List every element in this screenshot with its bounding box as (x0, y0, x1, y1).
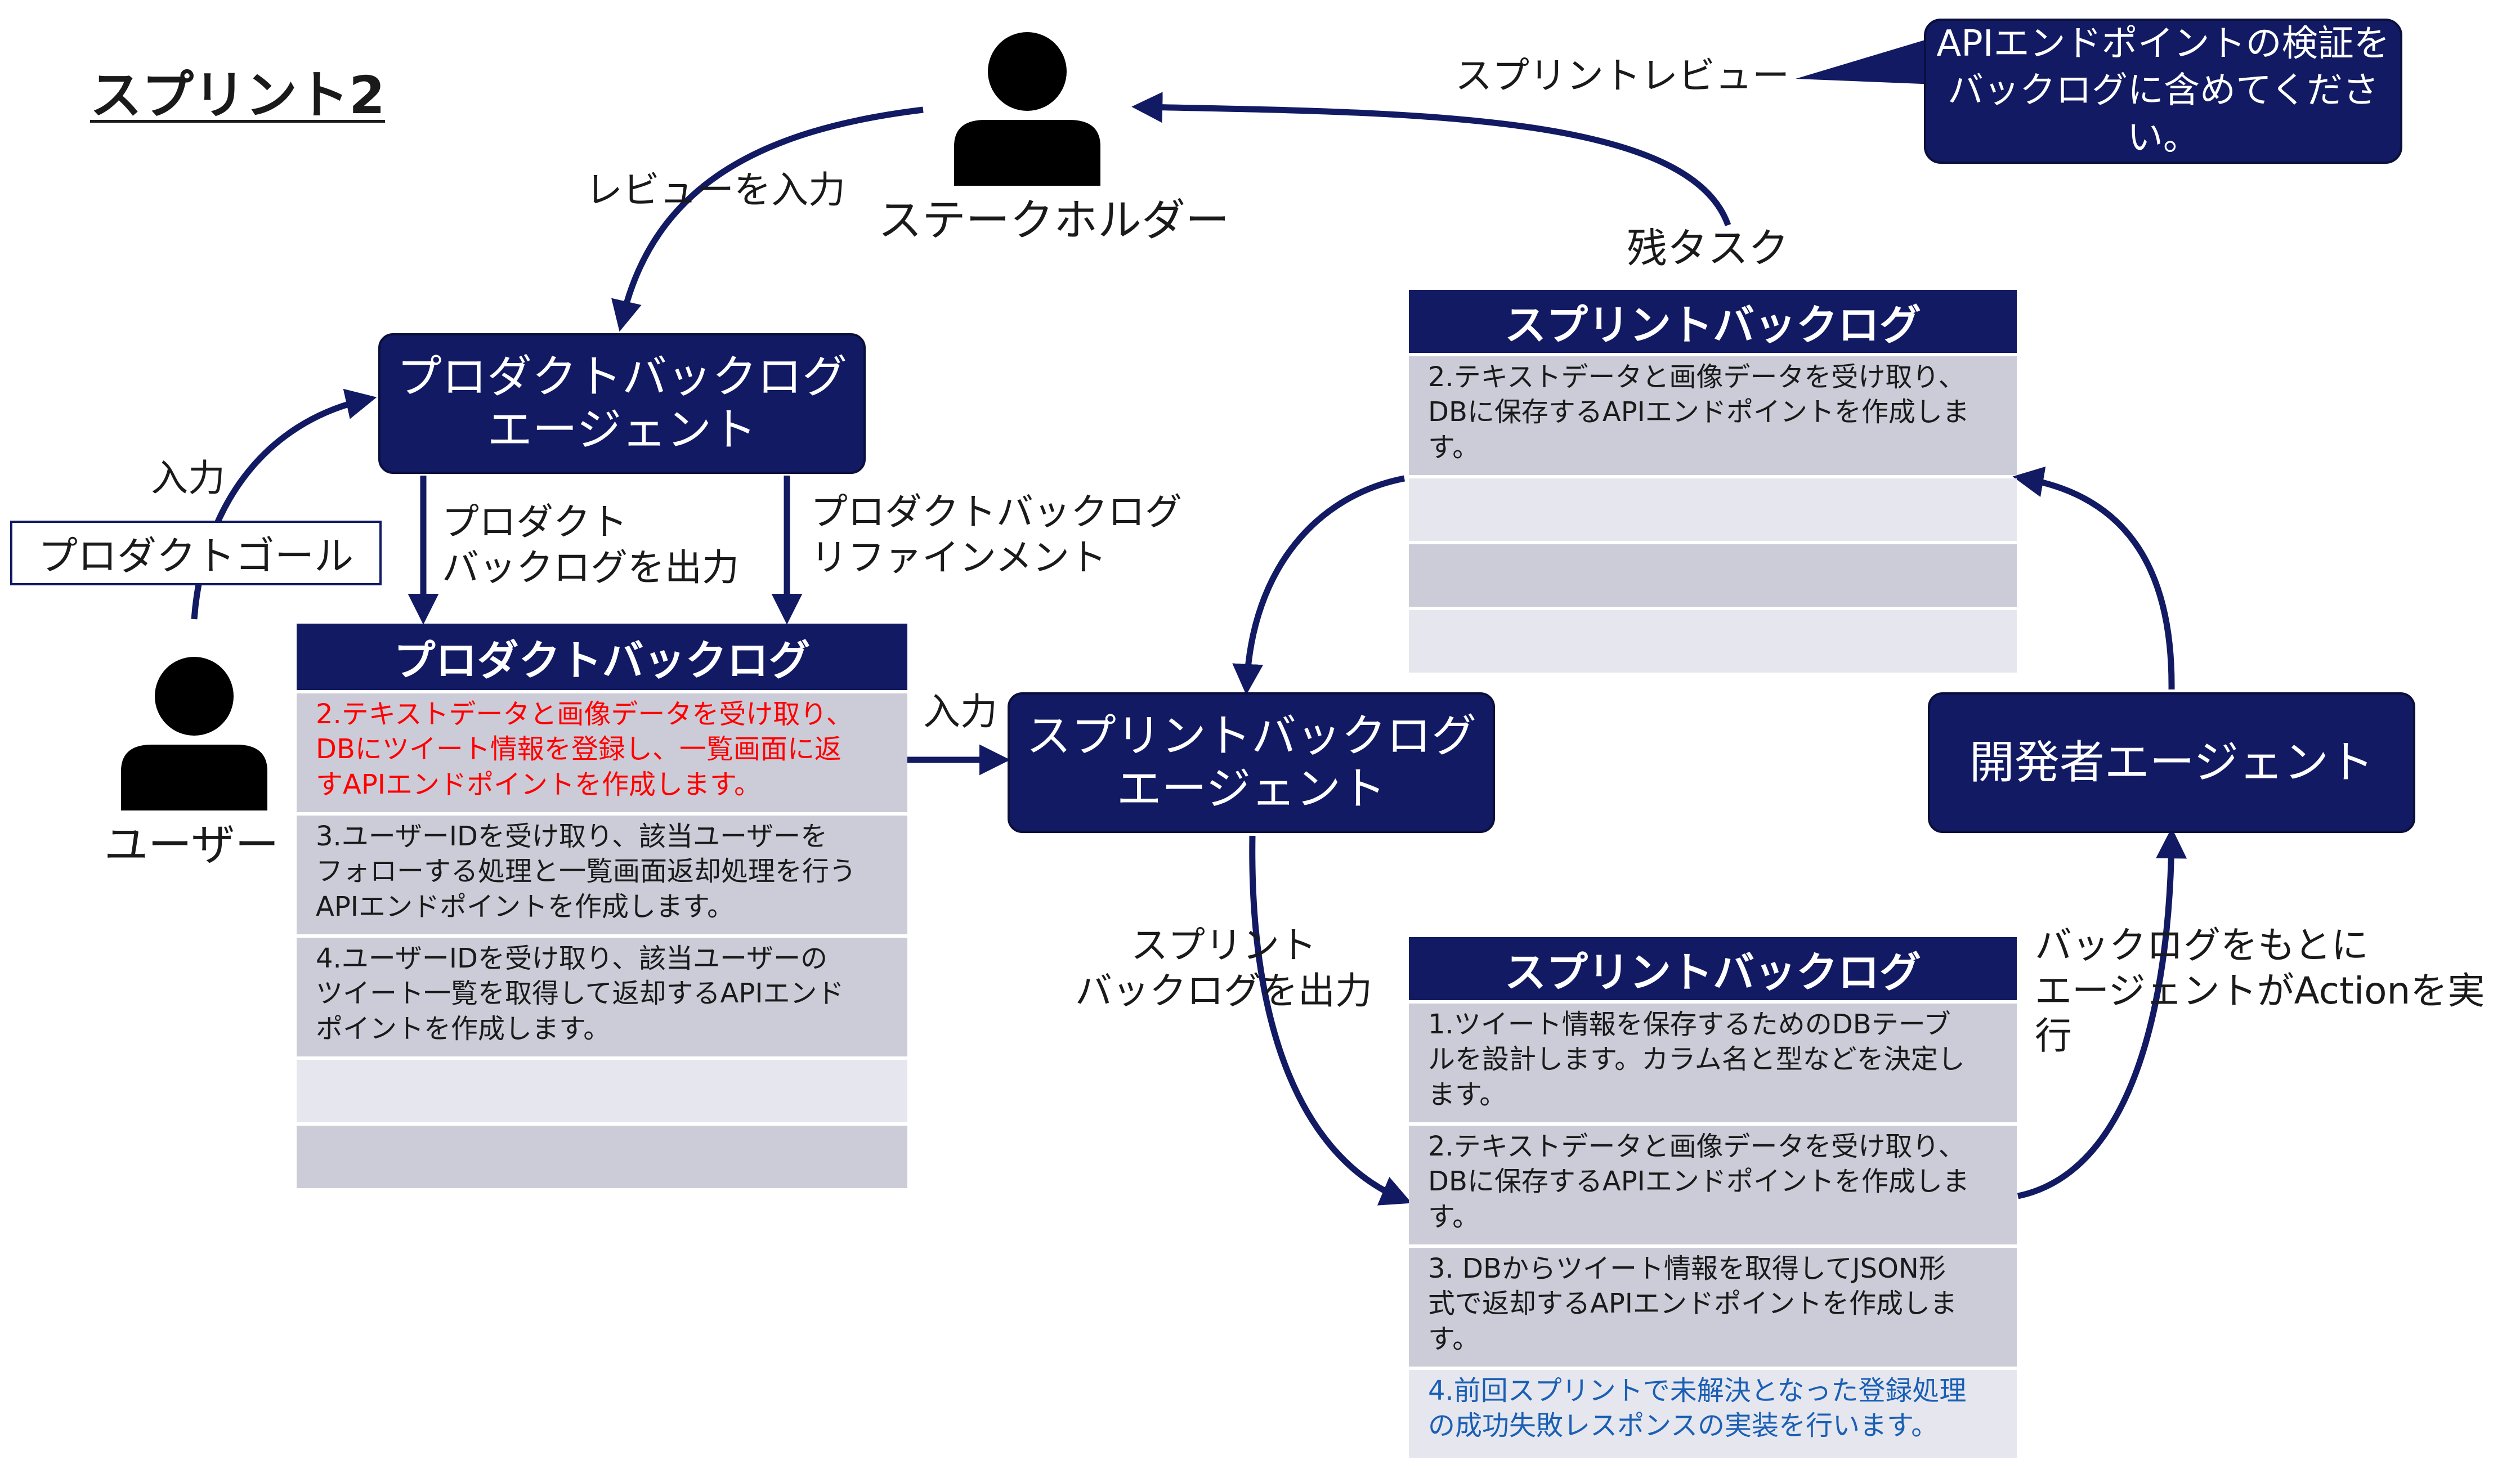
label-product-output: プロダクト バックログを出力 (442, 500, 739, 589)
label-stakeholder: ステークホルダー (878, 195, 1230, 246)
sprint-backlog-bottom-header: スプリントバックログ (1409, 937, 2017, 1000)
arrow-to-developer-agent (2017, 827, 2187, 1199)
label-input-user: 入力 (151, 456, 225, 500)
product-backlog-item: 4.ユーザーIDを受け取り、該当ユーザーの ツイート一覧を取得して返却するAPI… (297, 938, 907, 1056)
sprint-backlog-bottom-item: 4.前回スプリントで未解決となった登録処理 の成功失敗レスポンスの実装を行います… (1409, 1370, 2017, 1458)
label-review-input: レビューを入力 (585, 168, 845, 212)
sprint-backlog-bottom-item: 2.テキストデータと画像データを受け取り、 DBに保存するAPIエンドポイントを… (1409, 1126, 2017, 1244)
stakeholder-callout: APIエンドポイントの検証を バックログに含めてください。 (1924, 19, 2402, 164)
label-input-sprint: 入力 (923, 690, 997, 733)
sprint-backlog-agent: スプリントバックログ エージェント (1008, 692, 1495, 833)
arrow-review-to-product-agent (611, 106, 924, 332)
arrow-top-sprint-to-agent (1232, 475, 1406, 695)
sprint-backlog-top-item (1409, 544, 2017, 607)
callout-tail (1796, 37, 1936, 84)
sprint-backlog-top-item (1409, 478, 2017, 541)
label-user: ユーザー (104, 820, 279, 871)
arrow-developer-to-top-sprint (2012, 466, 2175, 690)
page-title: スプリント2 (90, 65, 386, 126)
product-goal-box: プロダクトゴール (10, 521, 382, 585)
label-agent-action: バックログをもとに エージェントがActionを実行 (2035, 924, 2485, 1058)
sprint-backlog-top-table: スプリントバックログ 2.テキストデータと画像データを受け取り、 DBに保存する… (1409, 290, 2017, 673)
sprint-backlog-bottom-item: 3. DBからツイート情報を取得してJSON形 式で返却するAPIエンドポイント… (1409, 1248, 2017, 1367)
sprint-backlog-top-header: スプリントバックログ (1409, 290, 2017, 353)
product-backlog-item: 3.ユーザーIDを受け取り、該当ユーザーを フォローする処理と一覧画面返却処理を… (297, 816, 907, 934)
product-backlog-item (297, 1060, 907, 1122)
product-backlog-header: プロダクトバックログ (297, 624, 907, 690)
product-backlog-item (297, 1126, 907, 1188)
arrow-remaining-to-stakeholder (1131, 92, 1731, 226)
arrow-user-to-product-agent (191, 388, 377, 620)
product-backlog-agent: プロダクトバックログ エージェント (378, 333, 866, 474)
label-refinement: プロダクトバックログ リファインメント (811, 490, 1182, 579)
sprint-backlog-bottom-table: スプリントバックログ 1.ツイート情報を保存するためのDBテーブ ルを設計します… (1409, 937, 2017, 1458)
label-sprint-output: スプリント バックログを出力 (1075, 924, 1372, 1013)
label-remaining-tasks: 残タスク (1627, 225, 1789, 272)
product-backlog-item: 2.テキストデータと画像データを受け取り、 DBにツイート情報を登録し、一覧画面… (297, 693, 907, 812)
label-sprint-review: スプリントレビュー (1455, 54, 1789, 97)
sprint-backlog-bottom-item: 1.ツイート情報を保存するためのDBテーブ ルを設計します。カラム名と型などを決… (1409, 1004, 2017, 1122)
user-icon (121, 657, 267, 810)
stakeholder-icon (954, 32, 1100, 186)
sprint-backlog-top-item (1409, 610, 2017, 673)
sprint-backlog-top-item: 2.テキストデータと画像データを受け取り、 DBに保存するAPIエンドポイントを… (1409, 356, 2017, 475)
arrow-sprint-output (1249, 835, 1412, 1206)
developer-agent: 開発者エージェント (1928, 692, 2415, 833)
product-backlog-table: プロダクトバックログ 2.テキストデータと画像データを受け取り、 DBにツイート… (297, 624, 907, 1188)
